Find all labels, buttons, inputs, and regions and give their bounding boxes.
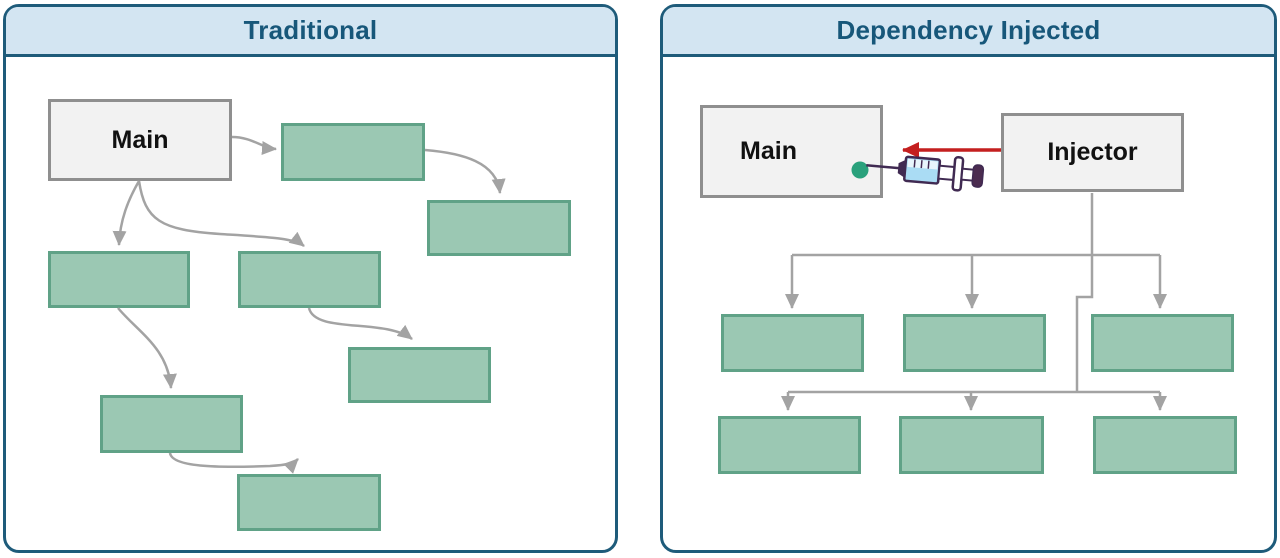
- traditional-dep-box-7: [237, 474, 381, 531]
- traditional-dep-box-5: [348, 347, 491, 403]
- dependency-injected-panel-title: Dependency Injected: [836, 15, 1101, 45]
- traditional-main-label: Main: [111, 125, 169, 154]
- injected-main-label: Main: [740, 137, 797, 165]
- injected-dep-box-3: [1091, 314, 1234, 372]
- injector-node: Injector: [1001, 113, 1184, 192]
- injector-label: Injector: [1047, 138, 1138, 166]
- injected-dep-box-1: [721, 314, 864, 372]
- traditional-dep-box-2: [427, 200, 571, 256]
- traditional-panel-title: Traditional: [243, 15, 378, 45]
- traditional-dep-box-3: [48, 251, 190, 308]
- traditional-main-node: Main: [48, 99, 232, 181]
- traditional-panel-header: Traditional: [6, 7, 615, 57]
- dependency-injected-panel-header: Dependency Injected: [663, 7, 1274, 57]
- traditional-dep-box-6: [100, 395, 243, 453]
- injected-dep-box-5: [899, 416, 1044, 474]
- injected-main-node: Main: [700, 105, 883, 198]
- injected-dep-box-2: [903, 314, 1046, 372]
- traditional-dep-box-1: [281, 123, 425, 181]
- traditional-dep-box-4: [238, 251, 381, 308]
- injected-dep-box-4: [718, 416, 861, 474]
- injected-dep-box-6: [1093, 416, 1237, 474]
